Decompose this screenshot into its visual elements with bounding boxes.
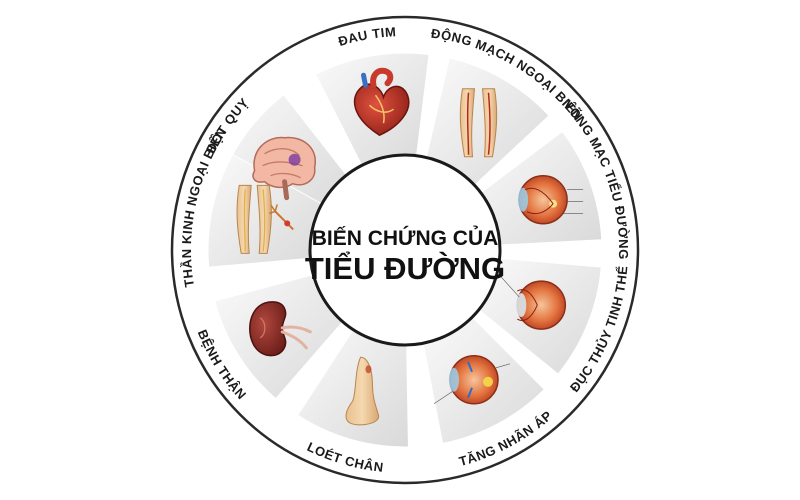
kidney-icon [249, 301, 312, 357]
glaucoma-eye-icon [433, 355, 511, 405]
center-title-line1: BIẾN CHỨNG CỦA [312, 226, 499, 250]
center-circle [308, 153, 502, 347]
heart-icon [353, 67, 410, 137]
legs-arteries-icon [459, 88, 498, 158]
icons-layer [236, 67, 584, 426]
brain-icon [252, 136, 316, 201]
retina-eye-icon [518, 174, 584, 225]
cataract-eye-icon [501, 276, 567, 330]
center-title-line2: TIỂU ĐƯỜNG [305, 250, 505, 286]
legs-nerve-icon [236, 184, 294, 254]
foot-ulcer-icon [345, 356, 380, 426]
